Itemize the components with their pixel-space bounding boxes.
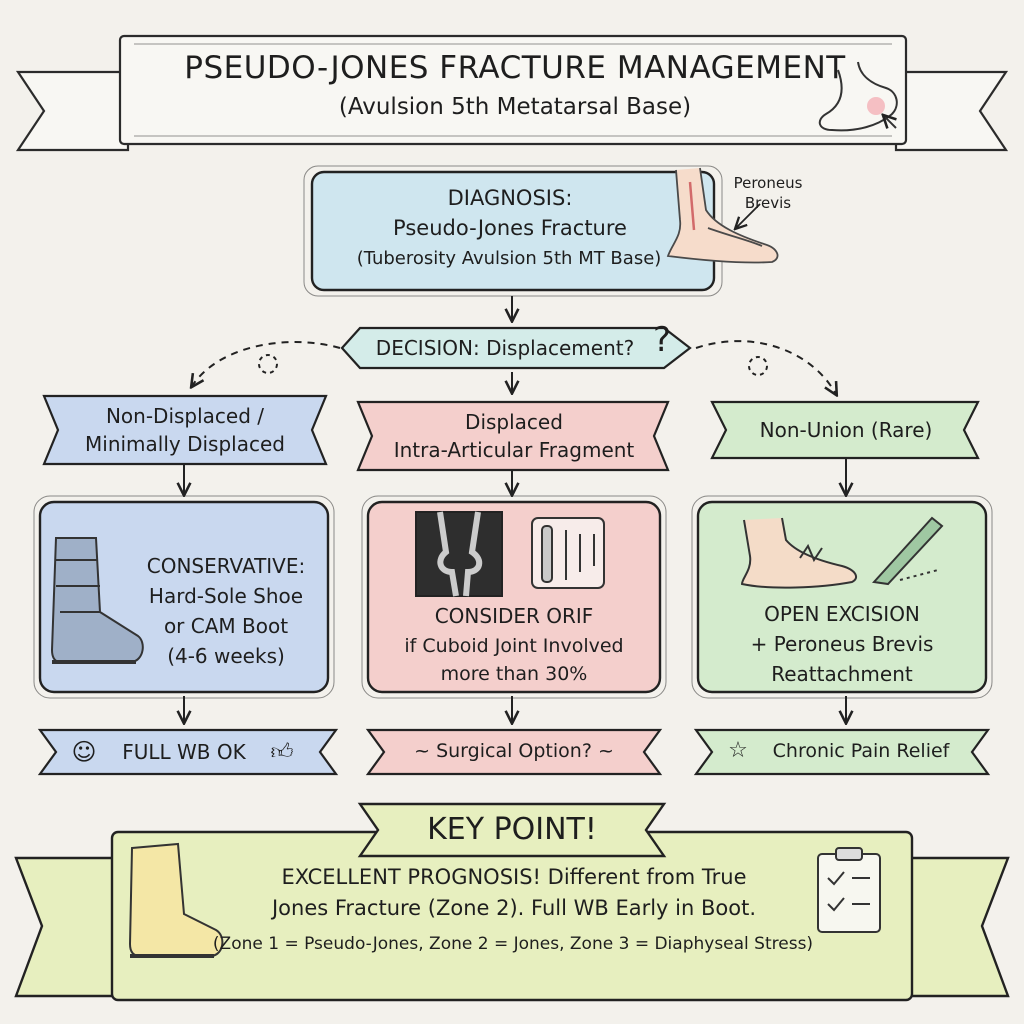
branch-2-header-2: Intra-Articular Fragment [393,438,635,462]
branch-1-header-2: Minimally Displaced [85,432,285,456]
branch-1-line-2: or CAM Boot [163,614,289,638]
page-title: PSEUDO-JONES FRACTURE MANAGEMENT [184,50,846,86]
flow-arrows [184,296,846,722]
branch-3-line-1: + Peroneus Brevis [750,632,934,656]
outcome-1-label: FULL WB OK [122,740,246,764]
star-icon: ☆ [728,738,748,763]
key-point-line-2: Jones Fracture (Zone 2). Full WB Early i… [271,896,756,920]
branch-1-line-1: Hard-Sole Shoe [148,584,304,608]
key-point-line-3: (Zone 1 = Pseudo-Jones, Zone 2 = Jones, … [212,934,814,954]
decision-label: DECISION: Displacement? [375,336,635,360]
outcome-2-label: ~ Surgical Option? ~ [414,740,614,762]
branch-1-header-1: Non-Displaced / [105,404,265,428]
thumbs-up-icon: 👍︎ [270,740,294,765]
plate-screws-icon [531,517,605,589]
outcome-banners [37,728,991,776]
branch-3-title: OPEN EXCISION [764,602,920,626]
diagnosis-label: DIAGNOSIS: [447,186,573,210]
page-subtitle: (Avulsion 5th Metatarsal Base) [338,94,692,120]
outcome-3-label: Chronic Pain Relief [772,740,950,762]
key-point-line-1: EXCELLENT PROGNOSIS! Different from True [281,865,747,889]
branch-1-title: CONSERVATIVE: [146,554,306,578]
diagnosis-line-1: Pseudo-Jones Fracture [393,216,627,240]
branch-2-title: CONSIDER ORIF [434,604,594,628]
anatomy-label-line-2: Brevis [744,194,792,212]
key-point-label: KEY POINT! [427,812,597,847]
branch-2-line-1: if Cuboid Joint Involved [404,635,624,657]
decision-banner-shape [340,326,692,370]
clipboard-icon [817,847,881,933]
ankle-anatomy-icon [666,167,779,264]
foot-injury-icon [740,517,858,589]
foot-sketch-icon [818,61,898,132]
branch-headers [42,394,980,472]
branch-3-line-2: Reattachment [771,662,913,686]
scalpel-icon [871,516,944,586]
xray-icon [415,511,503,597]
branch-3-header: Non-Union (Rare) [759,418,933,442]
title-banner [15,34,1009,152]
diagnosis-line-2: (Tuberosity Avulsion 5th MT Base) [356,248,662,269]
anatomy-label-line-1: Peroneus [733,174,803,192]
key-point-banner-shape [14,802,1010,1002]
cartoon-boot-icon [128,842,224,958]
branch-2-header-1: Displaced [465,410,563,434]
smiley-icon: ☺ [71,738,97,766]
branch-2-line-2: more than 30% [440,663,588,685]
cam-boot-icon [50,537,144,664]
branch-1-line-3: (4-6 weeks) [167,644,285,668]
question-mark-icon: ? [652,320,672,360]
